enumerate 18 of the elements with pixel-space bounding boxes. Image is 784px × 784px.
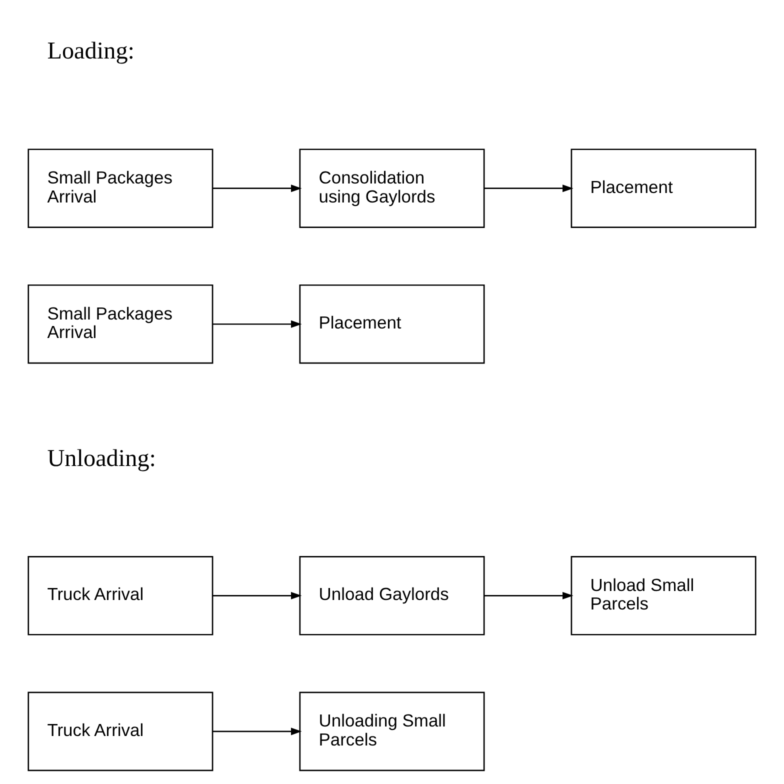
arrow — [212, 728, 302, 736]
arrow — [212, 320, 302, 328]
node-box: Placement — [299, 284, 485, 364]
node-box: Unloading Small Parcels — [299, 692, 485, 772]
node-box: Unload Gaylords — [299, 556, 485, 636]
label: Unloading: — [47, 444, 156, 472]
node-box: Placement — [570, 148, 756, 228]
node-box: Truck Arrival — [28, 556, 214, 636]
arrow — [484, 592, 574, 600]
arrow — [484, 184, 574, 192]
node-box: Unload Small Parcels — [570, 556, 756, 636]
node-box: Truck Arrival — [28, 692, 214, 772]
label: Loading: — [47, 37, 135, 64]
arrow — [212, 184, 302, 192]
node-box: Small Packages Arrival — [28, 284, 214, 364]
node-box: Small Packages Arrival — [28, 148, 214, 228]
arrow — [212, 592, 302, 600]
node-box: Consolidation using Gaylords — [299, 148, 485, 228]
